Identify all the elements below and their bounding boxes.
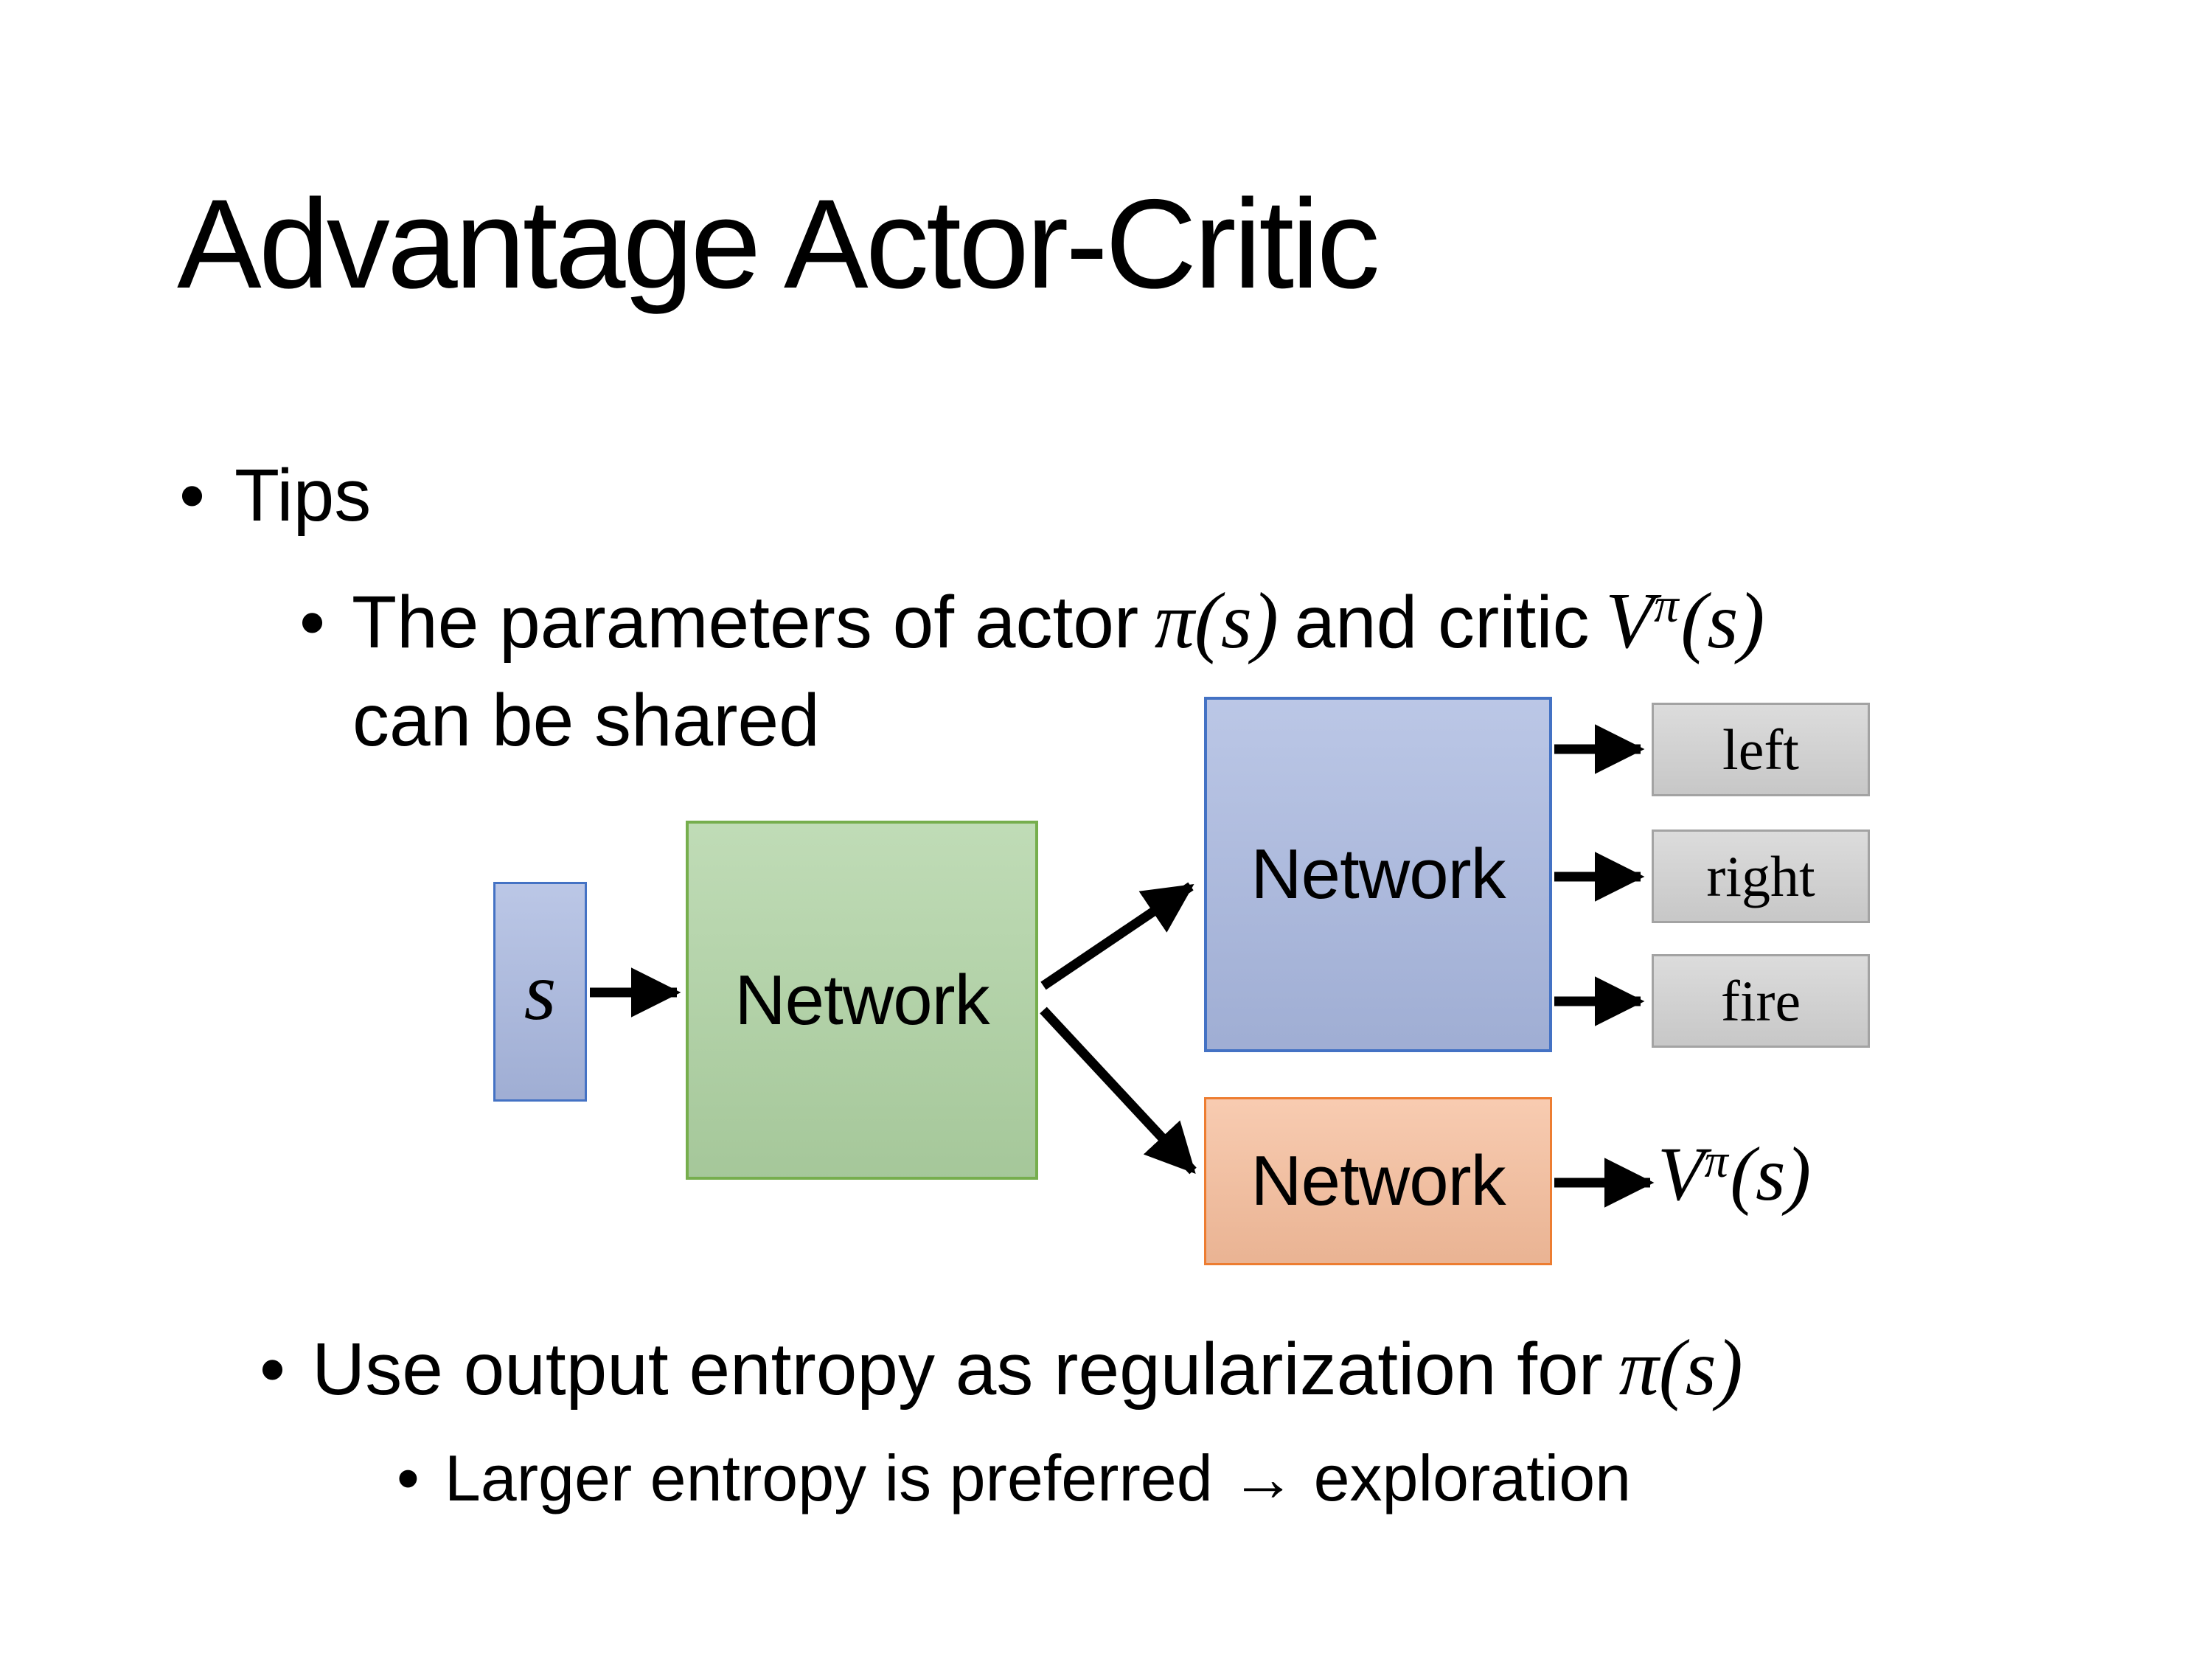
shared-params-text: The parameters of actor	[352, 581, 1139, 664]
shared-network-box: Network	[686, 821, 1038, 1180]
action-box-right: right	[1652, 830, 1870, 923]
bullet-line-entropy: • Use output entropy as regularization f…	[260, 1318, 1759, 1418]
exploration-text: Larger entropy is preferred → exploratio…	[444, 1441, 1632, 1514]
state-input-box: s	[493, 882, 587, 1102]
critic-output-superscript: π	[1704, 1135, 1728, 1188]
bullet-icon: •	[299, 581, 326, 664]
bullet-icon: •	[397, 1441, 420, 1514]
arrow-shared-to-critic	[1040, 1006, 1197, 1175]
critic-network-label: Network	[1251, 1141, 1506, 1220]
state-label: s	[524, 946, 557, 1037]
action-box-left: left	[1652, 703, 1870, 796]
critic-value-superscript: π	[1654, 578, 1679, 633]
critic-output-math: Vπ(s)	[1658, 1127, 1811, 1222]
bullet-line-exploration: • Larger entropy is preferred → explorat…	[397, 1438, 1631, 1519]
entropy-policy-math: π(s)	[1618, 1324, 1743, 1412]
slide-title: Advantage Actor-Critic	[177, 173, 1380, 315]
bullet-icon: •	[179, 454, 206, 537]
action-box-fire: fire	[1652, 954, 1870, 1048]
arrow-shared-to-actor	[1040, 882, 1194, 990]
shared-params-text2: and critic	[1294, 581, 1590, 664]
shared-params-continuation: can be shared	[352, 679, 820, 762]
bullet-icon: •	[260, 1328, 286, 1411]
shared-network-label: Network	[734, 960, 990, 1040]
action-label-fire: fire	[1720, 968, 1801, 1033]
bullet-line-shared-params-cont: can be shared	[352, 675, 820, 767]
action-label-right: right	[1706, 844, 1815, 908]
critic-value-args: (s)	[1680, 577, 1765, 665]
tips-label: Tips	[234, 454, 372, 537]
critic-value-math: Vπ(s)	[1605, 571, 1764, 671]
actor-network-label: Network	[1251, 835, 1506, 914]
bullet-line-tips: • Tips	[179, 450, 371, 542]
critic-output-base: V	[1658, 1132, 1705, 1217]
action-label-left: left	[1722, 717, 1799, 782]
entropy-text: Use output entropy as regularization for	[312, 1328, 1603, 1411]
critic-value-base: V	[1605, 577, 1655, 665]
critic-network-box: Network	[1204, 1097, 1552, 1265]
critic-output-args: (s)	[1730, 1132, 1812, 1217]
actor-network-box: Network	[1204, 697, 1552, 1052]
actor-policy-math: π(s)	[1154, 577, 1279, 665]
bullet-line-shared-params: • The parameters of actor π(s) and criti…	[299, 571, 1781, 671]
